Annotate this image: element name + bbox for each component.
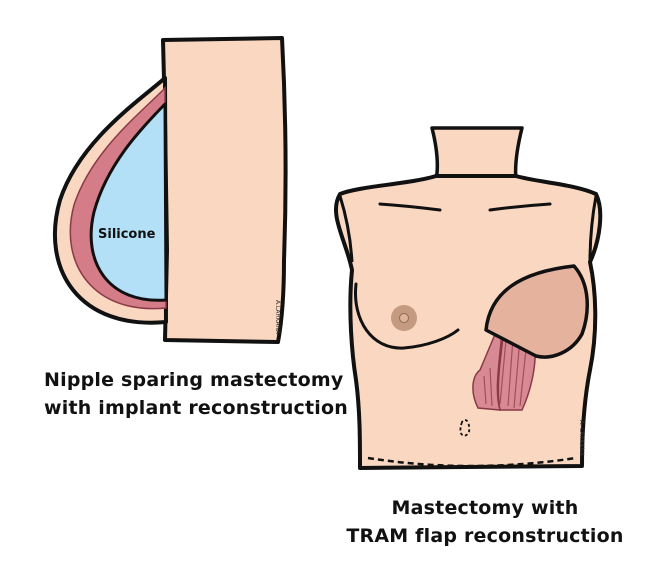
caption-implant-reconstruction: Nipple sparing mastectomy with implant r… bbox=[44, 366, 348, 422]
caption-right-line2: TRAM flap reconstruction bbox=[346, 525, 624, 547]
caption-left-line1: Nipple sparing mastectomy bbox=[44, 369, 344, 391]
natural-breast-outline bbox=[353, 282, 460, 350]
left-clavicle bbox=[378, 202, 442, 212]
navel-dashed bbox=[459, 419, 471, 437]
abdominal-incision-dashed bbox=[367, 456, 577, 468]
nipple bbox=[399, 313, 409, 323]
right-clavicle bbox=[488, 202, 552, 212]
rectus-muscle-pedicle bbox=[472, 328, 503, 411]
silicone-implant bbox=[89, 102, 168, 302]
muscle-fibers bbox=[483, 337, 528, 409]
torso-front-view: A. LARKANA bbox=[334, 126, 603, 470]
implant-side-view: Silicone A.LARKANA bbox=[52, 36, 288, 344]
right-armhole bbox=[588, 195, 598, 263]
left-armhole bbox=[338, 195, 354, 263]
tram-flap-breast bbox=[484, 264, 589, 359]
chest-wall bbox=[161, 36, 288, 344]
caption-tram-flap-reconstruction: Mastectomy with TRAM flap reconstruction bbox=[340, 494, 630, 550]
caption-right-line1: Mastectomy with bbox=[391, 497, 579, 519]
artist-signature-right: A. LARKANA bbox=[578, 420, 585, 457]
artist-signature-left: A.LARKANA bbox=[274, 300, 281, 335]
neck bbox=[430, 126, 524, 182]
caption-left-line2: with implant reconstruction bbox=[44, 397, 348, 419]
implant-label: Silicone bbox=[98, 227, 156, 242]
